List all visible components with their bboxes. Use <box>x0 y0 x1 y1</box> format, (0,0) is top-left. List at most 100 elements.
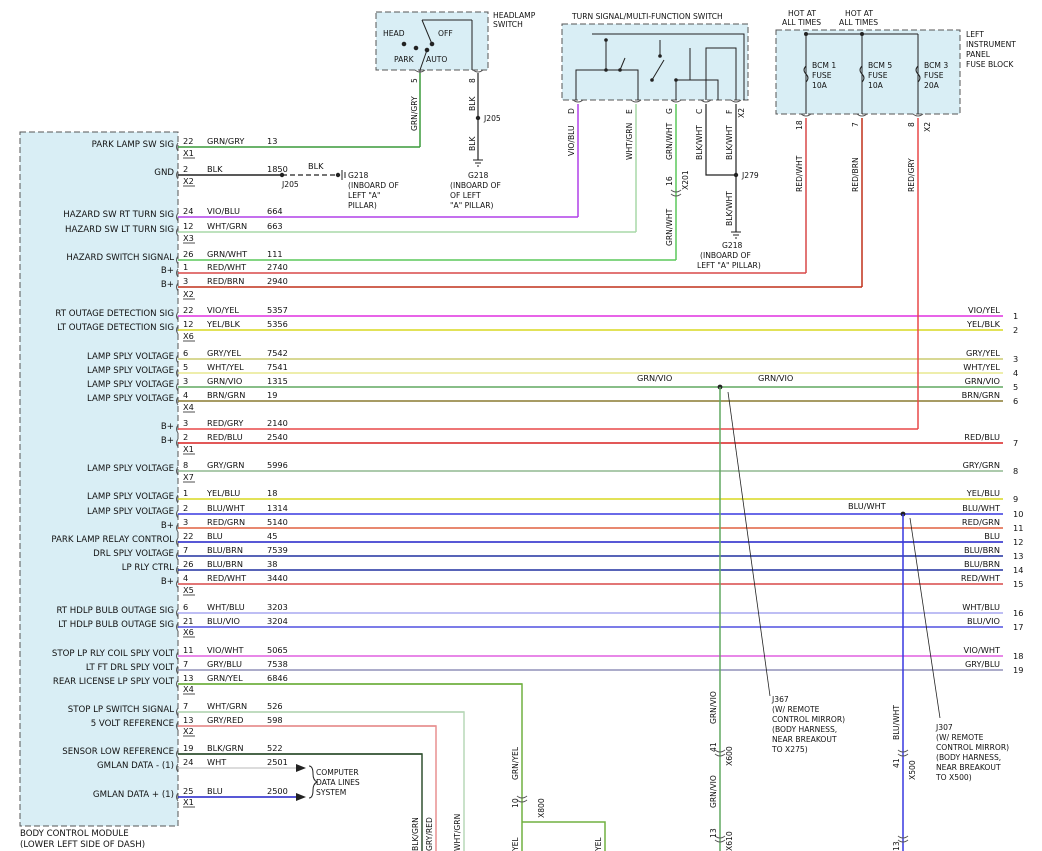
row-right-label: BLU/BRN <box>964 545 1000 555</box>
row-color: GRN/GRY <box>207 136 245 146</box>
yel-bottom-left: YEL <box>511 837 520 851</box>
row-color: YEL/BLU <box>206 488 240 498</box>
row-pin: 8 <box>183 460 188 470</box>
row-circuit: 2140 <box>267 418 288 428</box>
splice-note-line: TO X500) <box>935 773 972 782</box>
row-color: VIO/BLU <box>207 206 240 216</box>
pin-mark <box>176 509 179 519</box>
j307-low-connector <box>897 835 909 843</box>
whtgrn-route <box>178 711 465 851</box>
pin-mark <box>176 354 179 364</box>
row-right-label: RED/WHT <box>961 573 1001 583</box>
row-ref-number: 12 <box>1013 537 1023 547</box>
row-ref-number: 2 <box>1013 325 1018 335</box>
row-right-label: BLU/BRN <box>964 559 1000 569</box>
ts-g-lower-label: GRN/WHT <box>665 208 674 246</box>
row-ref-number: 8 <box>1013 466 1018 476</box>
j205-splice <box>279 172 285 178</box>
ts-wire-g: GRN/WHT <box>665 122 674 160</box>
row-color: GRY/RED <box>207 715 243 725</box>
signal-label: PARK LAMP RELAY CONTROL <box>51 535 174 545</box>
row-color: BLU <box>207 786 223 796</box>
row-pin: 2 <box>183 432 188 442</box>
computer-data-2: DATA LINES <box>316 778 360 787</box>
row-ref-number: 18 <box>1013 651 1023 661</box>
fuse-block-title-1: LEFT <box>966 30 984 39</box>
j279-label: J279 <box>741 171 759 180</box>
hot-1-line2: ALL TIMES <box>782 18 821 27</box>
row-color: BLK <box>207 164 223 174</box>
row-pin: 25 <box>183 786 193 796</box>
row-circuit: 2540 <box>267 432 288 442</box>
bcm-location: (LOWER LEFT SIDE OF DASH) <box>20 840 145 850</box>
pin-mark <box>176 537 179 547</box>
ts-pin-e: E <box>625 109 634 114</box>
pin-mark <box>176 494 179 504</box>
row-right-label: VIO/WHT <box>964 645 1001 655</box>
pin-mark <box>176 438 179 448</box>
signal-label: LAMP SPLY VOLTAGE <box>87 380 174 390</box>
row-circuit: 5357 <box>267 305 288 315</box>
row-right-label: RED/GRN <box>962 517 1000 527</box>
row-ref-number: 15 <box>1013 579 1023 589</box>
signal-label: LT HDLP BULB OUTAGE SIG <box>58 620 174 630</box>
connector-label: X6 <box>183 331 194 341</box>
x500-pin: 41 <box>892 758 901 768</box>
row-pin: 11 <box>183 645 193 655</box>
splice-note-line: J307 <box>935 723 953 732</box>
splice-note-line: (W/ REMOTE <box>772 705 820 714</box>
row-color: VIO/YEL <box>207 305 239 315</box>
signal-label: B+ <box>161 266 174 276</box>
row-circuit: 7538 <box>267 659 288 669</box>
fuse-dots <box>804 32 864 36</box>
row-pin: 2 <box>183 503 188 513</box>
row-ref-number: 9 <box>1013 494 1018 504</box>
row-ref-number: 6 <box>1013 396 1018 406</box>
row-ref-number: 1 <box>1013 311 1018 321</box>
splice-note-line: TO X275) <box>771 745 808 754</box>
gryred-route <box>178 725 437 851</box>
j307-left-label: BLU/WHT <box>848 501 887 511</box>
signal-label: RT OUTAGE DETECTION SIG <box>55 309 174 319</box>
row-color: GRY/BLU <box>207 659 242 669</box>
fuse-block-title-3: PANEL <box>966 50 991 59</box>
ts-wire-f: BLK/WHT <box>725 125 734 160</box>
row-circuit: 7542 <box>267 348 288 358</box>
hs-ground-wire: BLK <box>468 136 477 151</box>
row-ref-number: 10 <box>1013 509 1023 519</box>
row-pin: 12 <box>183 319 193 329</box>
fuse-3-name: BCM 3 <box>924 61 948 70</box>
turn-switch-dots <box>604 38 678 82</box>
row-color: GRN/YEL <box>207 673 243 683</box>
x800-label: X800 <box>537 798 546 818</box>
signal-label: GND <box>154 168 174 178</box>
ground-1-note-1: (INBOARD OF <box>348 181 399 190</box>
row-right-label: YEL/BLK <box>966 319 1001 329</box>
row-pin: 26 <box>183 559 193 569</box>
ts-pin-c: C <box>695 109 704 114</box>
pin-mark <box>176 792 179 802</box>
turn-switch-title: TURN SIGNAL/MULTI-FUNCTION SWITCH <box>571 12 723 21</box>
row-circuit: 5356 <box>267 319 288 329</box>
row-pin: 19 <box>183 743 193 753</box>
pin-mark <box>176 325 179 335</box>
ground-2-label: G218 <box>468 171 489 180</box>
wire-rows <box>176 142 1003 802</box>
ts-pin-g: G <box>665 108 674 114</box>
fuse-1-amp: 10A <box>812 81 828 90</box>
splice-note-line: CONTROL MIRROR) <box>936 743 1009 752</box>
signal-label: LT OUTAGE DETECTION SIG <box>57 323 174 333</box>
signal-label: RT HDLP BULB OUTAGE SIG <box>56 606 174 616</box>
j307-low-pin: 13 <box>892 841 901 851</box>
row-right-label: VIO/YEL <box>968 305 1000 315</box>
x201-connector <box>670 189 682 197</box>
hs-pin-8: 8 <box>468 78 477 83</box>
row-pin: 13 <box>183 715 193 725</box>
signal-label: GMLAN DATA + (1) <box>93 790 174 800</box>
row-pin: 21 <box>183 616 193 626</box>
connector-label: X1 <box>183 797 194 807</box>
